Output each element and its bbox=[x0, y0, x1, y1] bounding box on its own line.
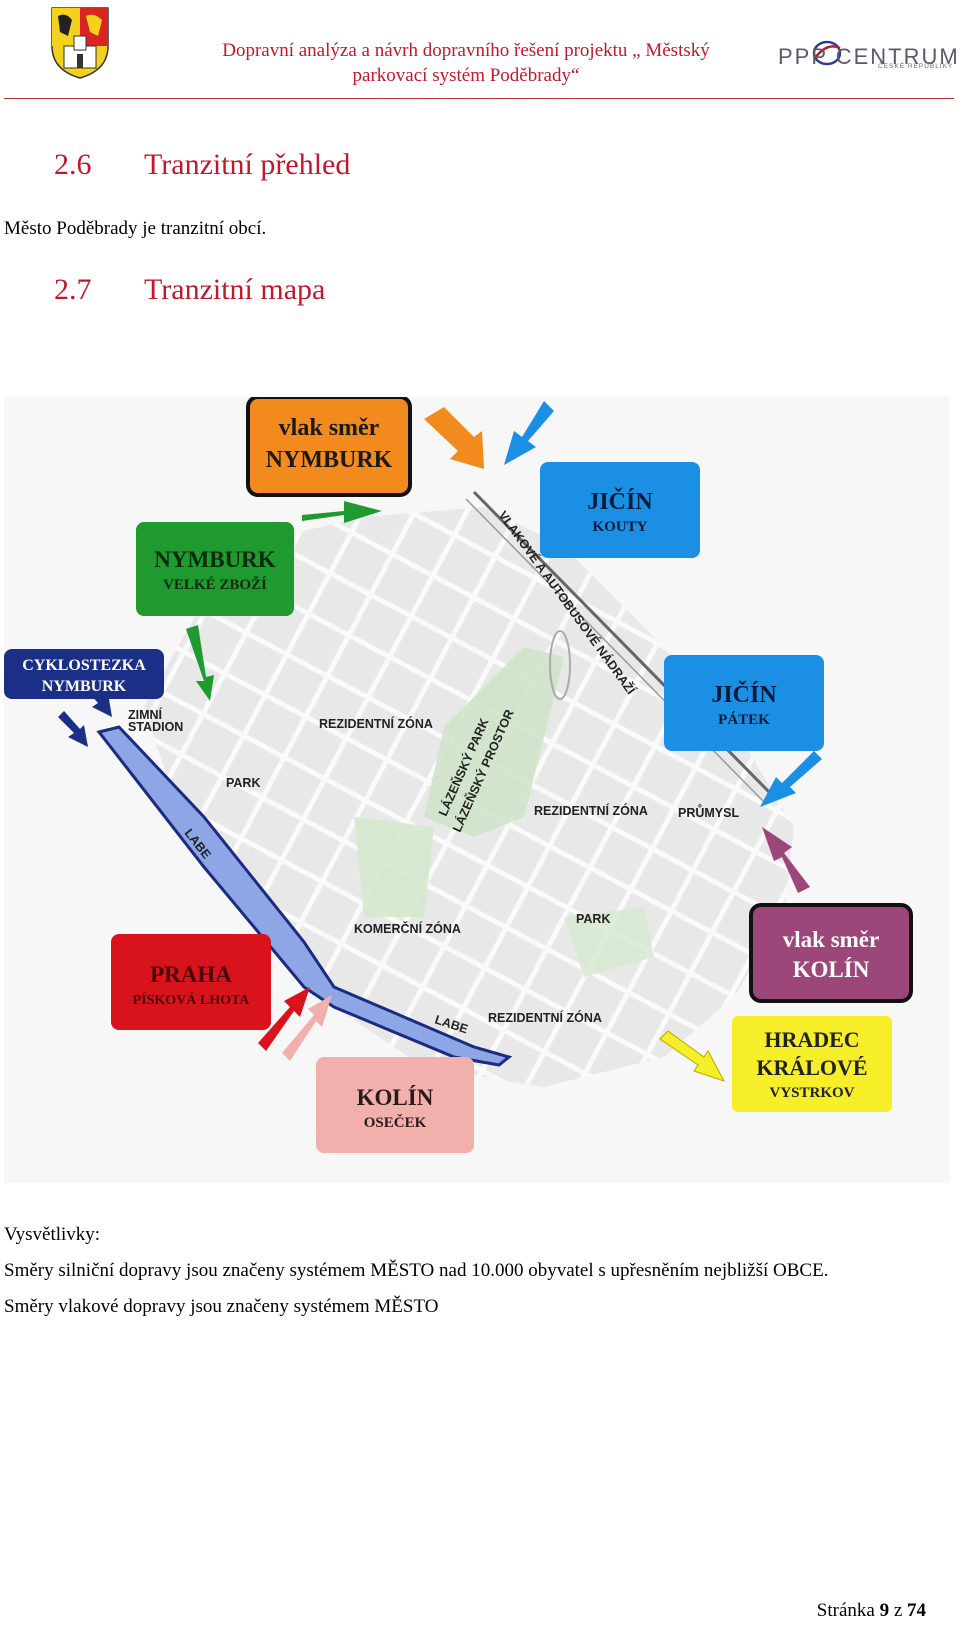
box-line: JIČÍN bbox=[587, 488, 653, 515]
section-heading-2-7: 2.7 Tranzitní mapa bbox=[54, 273, 325, 307]
box-line: NYMBURK bbox=[154, 547, 275, 572]
box-line: NYMBURK bbox=[42, 678, 127, 695]
label-stadion: STADION bbox=[128, 720, 183, 734]
ppp-logo-swoosh-icon bbox=[812, 38, 842, 68]
header-title-line1: Dopravní analýza a návrh dopravního řeše… bbox=[222, 40, 710, 61]
box-line: VELKÉ ZBOŽÍ bbox=[163, 576, 267, 593]
box-praha: PRAHA PÍSKOVÁ LHOTA bbox=[111, 934, 271, 1030]
arrow-jicin-patek-icon bbox=[760, 751, 822, 807]
header-divider bbox=[4, 98, 954, 99]
box-line: PRAHA bbox=[150, 962, 232, 987]
railway-line-2 bbox=[465, 498, 767, 805]
label-park-2: PARK bbox=[576, 912, 611, 926]
box-nymburk: NYMBURK VELKÉ ZBOŽÍ bbox=[136, 522, 294, 616]
arrow-cyklo-2-icon bbox=[58, 711, 88, 747]
label-komercni: KOMERČNÍ ZÓNA bbox=[354, 921, 461, 936]
box-line: KOLÍN bbox=[793, 957, 870, 982]
box-line: PÍSKOVÁ LHOTA bbox=[133, 991, 251, 1008]
box-jicin-patek: JIČÍN PÁTEK bbox=[664, 655, 824, 751]
arrow-hradec-icon bbox=[659, 1030, 726, 1082]
section-number: 2.7 bbox=[54, 273, 92, 306]
box-vlak-kolin: vlak směr KOLÍN bbox=[749, 903, 913, 1003]
footer-total: 74 bbox=[907, 1600, 926, 1621]
park-green bbox=[354, 817, 434, 917]
section-title: Tranzitní přehled bbox=[144, 148, 351, 181]
park-green-2 bbox=[564, 907, 654, 977]
legend-line-road: Směry silniční dopravy jsou značeny syst… bbox=[4, 1260, 829, 1281]
footer-page: 9 bbox=[879, 1600, 890, 1621]
arrow-vlak-nymburk-icon bbox=[424, 407, 484, 469]
box-hradec-kralove: HRADEC KRÁLOVÉ VYSTRKOV bbox=[732, 1016, 892, 1112]
spa-park-oval bbox=[549, 630, 571, 700]
legend-line-rail: Směry vlakové dopravy jsou značeny systé… bbox=[4, 1296, 439, 1317]
box-line: KOUTY bbox=[592, 519, 647, 535]
arrow-praha-icon bbox=[258, 987, 310, 1051]
box-vlak-nymburk: vlak směr NYMBURK bbox=[246, 395, 412, 497]
box-line: vlak směr bbox=[783, 927, 879, 952]
label-zimni: ZIMNÍ bbox=[128, 707, 163, 722]
ppp-logo-text: PPP CENTRUM bbox=[778, 44, 960, 69]
box-line: vlak směr bbox=[279, 415, 380, 441]
label-rezidentni-1: REZIDENTNÍ ZÓNA bbox=[319, 716, 433, 731]
section-heading-2-6: 2.6 Tranzitní přehled bbox=[54, 148, 350, 182]
label-park-1: PARK bbox=[226, 776, 261, 790]
arrow-jicin-kouty-icon bbox=[504, 401, 554, 465]
box-line: HRADEC bbox=[764, 1027, 859, 1052]
box-line: JIČÍN bbox=[711, 681, 777, 708]
footer-prefix: Stránka bbox=[816, 1600, 875, 1621]
box-line: PÁTEK bbox=[718, 711, 770, 728]
arrow-kolin-icon bbox=[282, 995, 332, 1061]
section-number: 2.6 bbox=[54, 148, 92, 181]
section-title: Tranzitní mapa bbox=[144, 273, 326, 306]
ppp-logo-subtitle: ČESKÉ REPUBLIKY bbox=[878, 63, 954, 70]
box-kolin: KOLÍN OSEČEK bbox=[316, 1057, 474, 1153]
box-line: KOLÍN bbox=[357, 1085, 434, 1110]
box-line: VYSTRKOV bbox=[769, 1085, 854, 1101]
spa-park-green bbox=[424, 647, 564, 837]
header-title: Dopravní analýza a návrh dopravního řeše… bbox=[196, 38, 736, 88]
arrow-nymburk-icon bbox=[302, 501, 382, 523]
label-prumysl: PRŮMYSL bbox=[678, 804, 739, 820]
label-rezidentni-2: REZIDENTNÍ ZÓNA bbox=[534, 803, 648, 818]
page-footer: Stránka 9 z 74 bbox=[817, 1600, 926, 1622]
footer-sep: z bbox=[893, 1600, 903, 1621]
box-line: KRÁLOVÉ bbox=[756, 1055, 867, 1080]
city-coat-of-arms bbox=[50, 6, 110, 80]
arrow-nymburk-down-icon bbox=[186, 625, 214, 701]
label-rezidentni-3: REZIDENTNÍ ZÓNA bbox=[488, 1010, 602, 1025]
river-labe bbox=[96, 725, 513, 1067]
box-cyklostezka: CYKLOSTEZKA NYMBURK bbox=[4, 649, 164, 699]
legend-heading: Vysvětlivky: bbox=[4, 1224, 101, 1245]
section-text: Město Poděbrady je tranzitní obcí. bbox=[4, 218, 267, 239]
box-line: CYKLOSTEZKA bbox=[22, 657, 146, 674]
arrow-vlak-kolin-icon bbox=[762, 827, 810, 893]
header-title-line2: parkovací systém Poděbrady“ bbox=[352, 65, 580, 86]
box-jicin-kouty: JIČÍN KOUTY bbox=[540, 462, 700, 558]
box-line: OSEČEK bbox=[364, 1114, 427, 1131]
transit-map: ZIMNÍ STADION REZIDENTNÍ ZÓNA PARK LABE … bbox=[4, 395, 950, 1183]
box-line: NYMBURK bbox=[266, 447, 393, 473]
